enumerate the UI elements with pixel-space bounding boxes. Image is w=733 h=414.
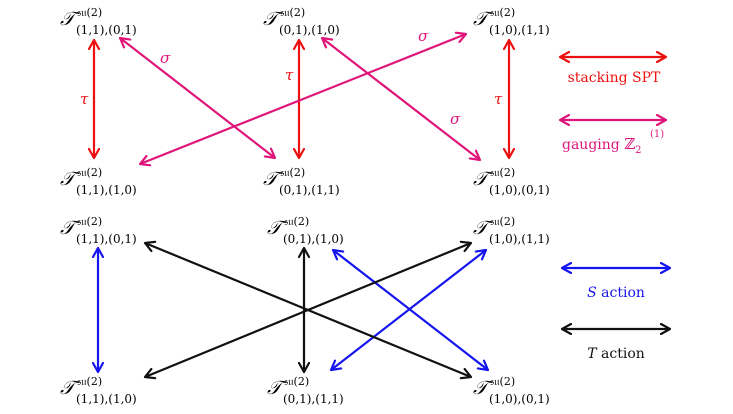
- legend-gauging-prefix: gauging: [562, 137, 624, 153]
- node-sup: 𝔰𝔲(2): [490, 215, 515, 228]
- node-sub: (0,1),(1,1): [279, 183, 340, 197]
- legend-s-rest: action: [597, 285, 645, 301]
- node-sub: (1,0),(0,1): [489, 392, 550, 406]
- node-top-t10-11: 𝒯 𝔰𝔲(2) (1,0),(1,1): [473, 6, 550, 37]
- node-sub: (1,1),(0,1): [76, 23, 137, 37]
- node-sub: (1,0),(0,1): [489, 183, 550, 197]
- node-top-t11-10: 𝒯 𝔰𝔲(2) (1,1),(1,0): [60, 166, 137, 197]
- tau-label-right: τ: [494, 90, 503, 108]
- node-sup: 𝔰𝔲(2): [77, 215, 102, 228]
- node-sup: 𝔰𝔲(2): [284, 375, 309, 388]
- node-sup: 𝔰𝔲(2): [490, 166, 515, 179]
- node-sup: 𝔰𝔲(2): [77, 375, 102, 388]
- legend-s-action-label: S action: [587, 285, 645, 301]
- node-sup: 𝔰𝔲(2): [77, 166, 102, 179]
- node-bottom-b11-10: 𝒯 𝔰𝔲(2) (1,1),(1,0): [60, 375, 137, 406]
- node-sub: (1,1),(1,0): [76, 392, 137, 406]
- node-sub: (1,0),(1,1): [489, 232, 550, 246]
- node-sub: (0,1),(1,0): [279, 23, 340, 37]
- legend-t-letter: T: [587, 346, 598, 362]
- node-sub: (1,1),(1,0): [76, 183, 137, 197]
- node-sup: 𝔰𝔲(2): [490, 6, 515, 19]
- top-diagram: τ τ τ σ σ σ 𝒯 𝔰𝔲(2) (1,1),(0,1) 𝒯 𝔰𝔲(2) …: [60, 6, 550, 197]
- legend-s-letter: S: [587, 285, 597, 301]
- legend-gauging-sup: (1): [650, 129, 664, 140]
- legend: stacking SPT gauging ℤ2 (1) S action T a…: [560, 57, 670, 362]
- node-sup: 𝔰𝔲(2): [280, 6, 305, 19]
- node-top-t01-11: 𝒯 𝔰𝔲(2) (0,1),(1,1): [263, 166, 340, 197]
- tau-label-left: τ: [80, 90, 89, 108]
- sigma-label-3: σ: [450, 110, 461, 128]
- node-sub: (0,1),(1,1): [283, 392, 344, 406]
- node-sup: 𝔰𝔲(2): [280, 166, 305, 179]
- node-sub: (1,1),(0,1): [76, 232, 137, 246]
- t-edge-cross-2: [145, 243, 471, 377]
- legend-gauging-label: gauging ℤ2: [562, 135, 642, 156]
- node-bottom-b10-11: 𝒯 𝔰𝔲(2) (1,0),(1,1): [473, 215, 550, 246]
- legend-t-rest: action: [597, 346, 645, 362]
- node-top-t11-01: 𝒯 𝔰𝔲(2) (1,1),(0,1): [60, 6, 137, 37]
- node-sub: (0,1),(1,0): [283, 232, 344, 246]
- legend-stacking-label: stacking SPT: [568, 70, 661, 86]
- sigma-edge-3: [322, 38, 480, 160]
- node-top-t01-10: 𝒯 𝔰𝔲(2) (0,1),(1,0): [263, 6, 340, 37]
- node-bottom-b10-01: 𝒯 𝔰𝔲(2) (1,0),(0,1): [473, 375, 550, 406]
- node-sub: (1,0),(1,1): [489, 23, 550, 37]
- tau-label-middle: τ: [285, 66, 294, 84]
- node-sup: 𝔰𝔲(2): [77, 6, 102, 19]
- node-bottom-b11-01: 𝒯 𝔰𝔲(2) (1,1),(0,1): [60, 215, 137, 246]
- legend-gauging-sub: 2: [635, 145, 641, 156]
- node-bottom-b01-10: 𝒯 𝔰𝔲(2) (0,1),(1,0): [267, 215, 344, 246]
- sigma-edge-2: [140, 34, 466, 164]
- bottom-diagram: 𝒯 𝔰𝔲(2) (1,1),(0,1) 𝒯 𝔰𝔲(2) (0,1),(1,0) …: [60, 215, 550, 406]
- node-sup: 𝔰𝔲(2): [490, 375, 515, 388]
- sigma-label-1: σ: [160, 49, 171, 67]
- legend-gauging-z: ℤ: [624, 135, 635, 153]
- node-sup: 𝔰𝔲(2): [284, 215, 309, 228]
- node-bottom-b01-11: 𝒯 𝔰𝔲(2) (0,1),(1,1): [267, 375, 344, 406]
- legend-t-action-label: T action: [587, 346, 645, 362]
- sigma-label-2: σ: [418, 27, 429, 45]
- node-top-t10-01: 𝒯 𝔰𝔲(2) (1,0),(0,1): [473, 166, 550, 197]
